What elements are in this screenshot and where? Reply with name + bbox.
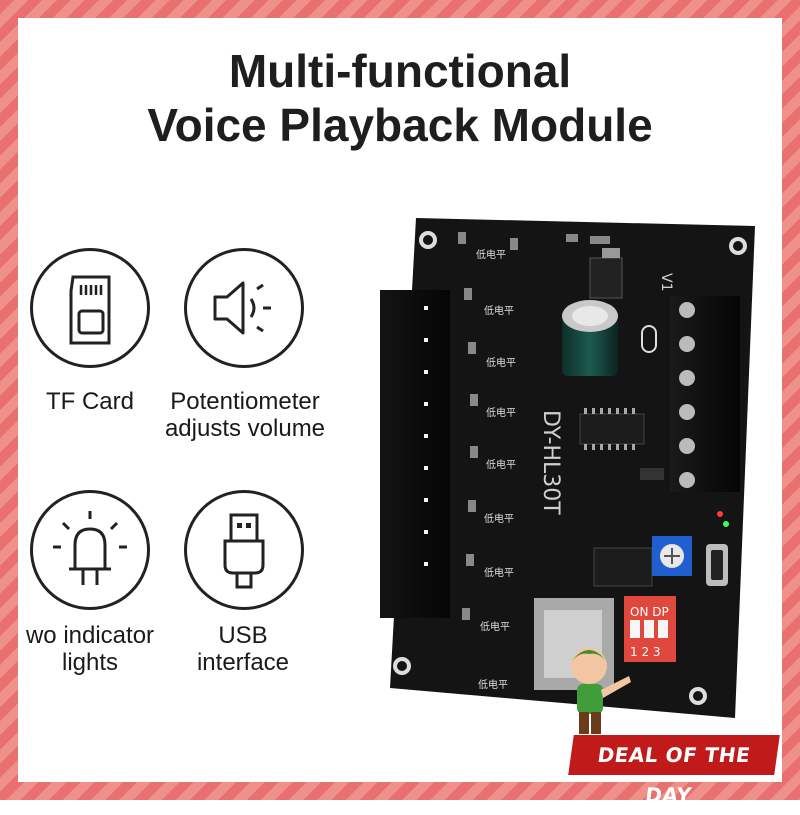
feature-label-line: adjusts volume [164,415,326,442]
feature-label-line: TF Card [45,388,134,415]
title-line-1: Multi-functional [228,45,572,97]
pad-labels: 低电平 低电平 低电平 低电平 低电平 低电平 低电平 低电平 低电平 [476,248,516,691]
feature-label-line: wo indicator [25,622,155,649]
feature-label-indicator-lights: wo indicator lights [10,622,170,676]
speaker-icon [184,248,304,368]
deal-of-the-day-badge: DEAL OF THE DAY [568,735,780,807]
feature-label-line: lights [61,649,119,676]
pad-label: 低电平 [480,620,510,633]
usb-icon [184,490,304,610]
title-line-2: Voice Playback Module [147,99,653,151]
pad-label: 低电平 [476,248,506,261]
sd-card-icon [30,248,150,368]
feature-label-tf-card: TF Card [20,388,160,415]
pad-label: 低电平 [484,304,514,317]
feature-label-line: USB [218,622,268,649]
pad-label: 低电平 [484,566,514,579]
pad-label: 低电平 [484,512,514,525]
amplifier-chip [579,413,645,445]
feature-label-line: interface [196,649,290,676]
pad-label: 低电平 [486,458,516,471]
pad-label: 低电平 [486,406,516,419]
capacitor [562,316,618,376]
board-corner-label: V1 [658,273,674,291]
feature-label-usb: USB interface [168,622,318,676]
feature-label-line: Potentiometer [170,388,320,415]
led-icon [30,490,150,610]
mascot-character [571,648,631,734]
feature-label-potentiometer: Potentiometer adjusts volume [150,388,340,442]
controller-chip [593,547,653,587]
board-model-label: DY-HL30T [538,410,563,515]
dip-numbers: 1 2 3 [630,645,661,659]
right-terminal-block [670,296,740,492]
pad-label: 低电平 [486,356,516,369]
dip-label: ON DP [630,605,669,619]
left-terminal-block [380,290,450,618]
pad-label: 低电平 [478,678,508,691]
